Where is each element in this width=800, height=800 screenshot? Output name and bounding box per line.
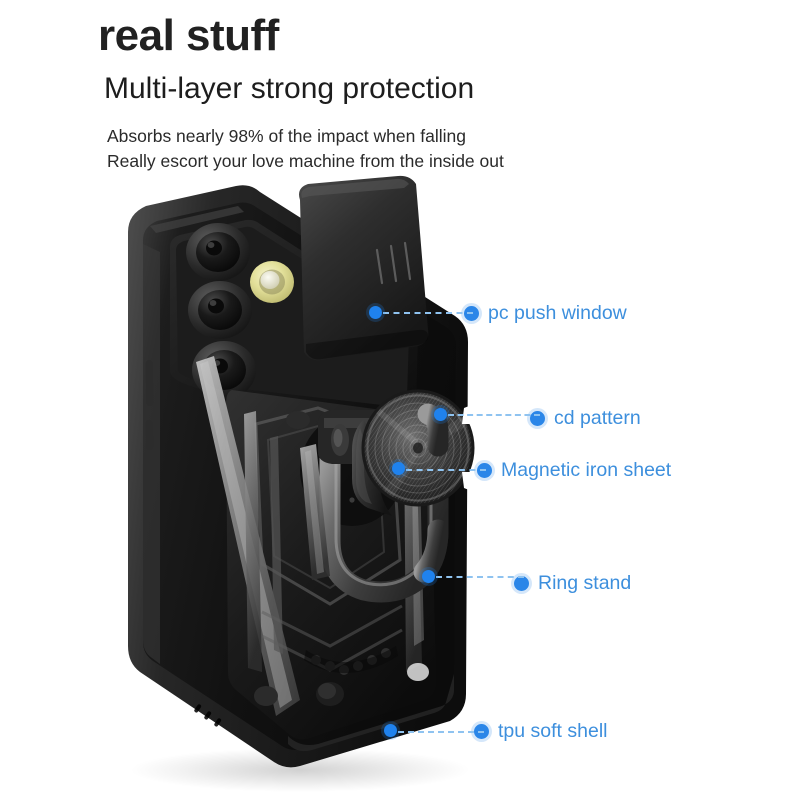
slider-grip-ridges (375, 241, 412, 285)
armor-frame-lines (254, 406, 402, 606)
anchor-dot-pc-push-window (369, 306, 382, 319)
callout-cd-pattern: cd pattern (530, 407, 641, 429)
body-copy: Absorbs nearly 98% of the impact when fa… (107, 124, 504, 174)
callout-magnetic-iron-sheet: Magnetic iron sheet (477, 459, 672, 481)
slider-body (299, 175, 429, 361)
callout-dot-icon (514, 576, 529, 592)
power-button (145, 420, 154, 451)
camera-lens-3-glass (202, 350, 246, 390)
anchor-dot-cd-pattern (434, 408, 447, 421)
ring-hinge-block (318, 410, 432, 464)
body-line-1: Absorbs nearly 98% of the impact when fa… (107, 126, 466, 146)
camera-lens-2-housing (188, 281, 252, 339)
volume-button (145, 360, 154, 407)
camera-bump-plate (170, 219, 418, 417)
leader-line-ring-stand (436, 576, 524, 578)
case-bottom-lip (288, 674, 454, 752)
led-flash (250, 261, 294, 303)
leader-line-cd-pattern (448, 414, 540, 416)
pc-push-window-slider (299, 175, 429, 361)
callout-label-magnetic-iron-sheet: Magnetic iron sheet (501, 459, 672, 481)
body-line-2: Really escort your love machine from the… (107, 150, 504, 171)
callout-tpu-soft-shell: tpu soft shell (474, 720, 608, 742)
armor-chevrons (261, 604, 403, 672)
ring-stand-arm (319, 435, 449, 603)
armor-accent-strip-left (196, 356, 300, 716)
disc-notch-bottom (462, 472, 474, 492)
case-top-highlight (150, 206, 244, 233)
ring-stand-assembly (318, 410, 449, 603)
callout-pc-push-window: pc push window (464, 302, 627, 324)
anchor-dot-tpu-soft-shell (384, 724, 397, 737)
kickstand-leg (300, 444, 330, 580)
page-title: real stuff (98, 11, 279, 60)
callout-ring-stand: Ring stand (514, 572, 632, 594)
callout-label-tpu-soft-shell: tpu soft shell (498, 720, 608, 742)
magnet-recess (300, 414, 404, 526)
disc-face (363, 391, 473, 505)
armor-grille-recess (304, 646, 398, 674)
camera-lens-1-aperture (206, 240, 222, 256)
screw-boss-bottom (316, 682, 344, 706)
case-left-highlight (143, 244, 160, 664)
disc-rim (361, 389, 475, 507)
screw-boss-tl (286, 411, 310, 429)
leader-line-magnetic-iron (406, 469, 486, 471)
camera-lens-2-glass (198, 290, 242, 330)
armor-vertical-bars (244, 411, 283, 672)
leader-line-pc-push-window (383, 312, 473, 314)
screw-boss-br (407, 663, 429, 681)
camera-lens-1-glass (196, 232, 240, 272)
case-inner-shell (143, 202, 456, 750)
camera-lens-group (186, 223, 256, 399)
armor-base-plate (226, 390, 437, 740)
callout-label-cd-pattern: cd pattern (554, 407, 641, 429)
armor-grille-dots (311, 648, 391, 675)
camera-lens-3-housing (192, 341, 256, 399)
camera-lens-1-housing (186, 223, 250, 281)
ring-hinge-pin (331, 424, 349, 456)
magnet-recess-dots (319, 431, 381, 503)
case-outer-bumper (128, 185, 468, 768)
leader-line-tpu-soft-shell (398, 731, 484, 733)
disc-center-hub (413, 442, 423, 454)
anchor-dot-magnetic-iron (392, 462, 405, 475)
slider-top-bevel (301, 178, 409, 198)
callout-label-pc-push-window: pc push window (488, 302, 627, 324)
cd-pattern-texture (363, 391, 473, 505)
armor-accent-strip-right (404, 430, 422, 672)
speaker-holes (194, 704, 222, 727)
disc-barrel (352, 420, 392, 516)
ring-arm-front-bottom (413, 519, 449, 583)
callout-label-ring-stand: Ring stand (538, 572, 632, 594)
anchor-dot-ring-stand (422, 570, 435, 583)
camera-lens-2-aperture (208, 298, 224, 314)
screw-boss-bl (254, 686, 278, 706)
slider-bottom-shadow (306, 329, 429, 360)
camera-lens-3-aperture (212, 358, 228, 374)
magnetic-disc (352, 389, 475, 516)
page-subtitle: Multi-layer strong protection (104, 72, 475, 105)
